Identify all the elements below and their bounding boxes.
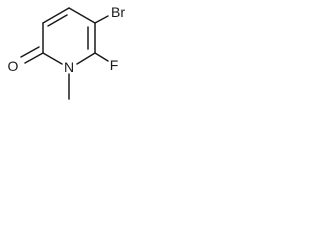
bond-c4-c3-inner	[47, 14, 68, 27]
bond-c6-f	[94, 52, 109, 62]
bond-n1-c6	[76, 52, 96, 65]
bond-c5-c4	[68, 7, 96, 24]
bond-c4-c3	[42, 7, 70, 24]
oxygen-label: O	[8, 58, 19, 74]
bond-c2-o-second	[20, 46, 40, 58]
fluorine-label: F	[110, 57, 119, 73]
bond-c2-n1	[42, 52, 63, 65]
bond-c2-o	[24, 52, 44, 64]
nitrogen-label: N	[64, 59, 74, 75]
bromine-label: Br	[111, 4, 125, 20]
molecule-structure: Br F N O	[8, 4, 125, 100]
bond-c5-br	[94, 15, 109, 24]
